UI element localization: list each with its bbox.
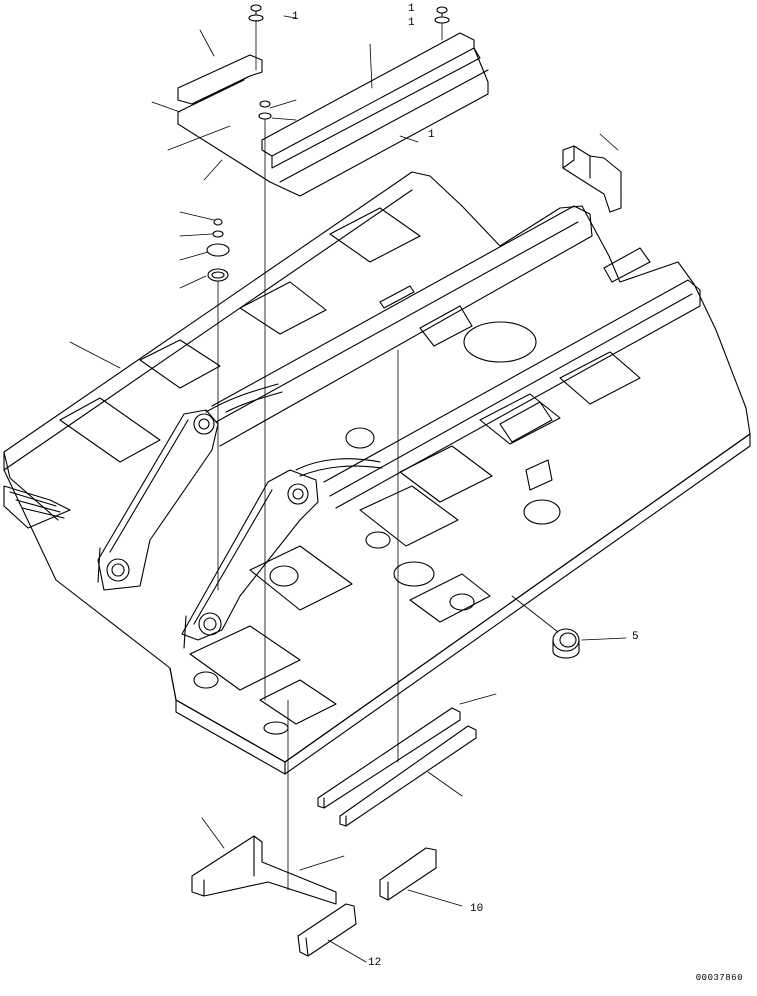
callout-label: 12 xyxy=(368,957,382,969)
top-cover-plate-left xyxy=(178,55,270,182)
bolt-washer-stack-left xyxy=(249,5,263,70)
bolt-washer-stack-right xyxy=(435,7,449,40)
callout-leader-lines xyxy=(70,16,626,962)
main-revolving-frame xyxy=(4,172,750,774)
bolt-washer-stack-center xyxy=(259,101,271,128)
callout-label: 1 xyxy=(428,129,435,141)
corner-block-part xyxy=(563,146,621,212)
lower-small-plate-left xyxy=(298,904,356,956)
lower-l-plate xyxy=(192,836,336,904)
callout-label: 1 xyxy=(292,11,299,23)
lower-bar-long-upper xyxy=(318,708,460,808)
plug-part xyxy=(553,629,579,658)
callout-label: 10 xyxy=(470,903,484,915)
assembly-guide-lines xyxy=(265,128,558,890)
drawing-number: 00037860 xyxy=(695,973,743,983)
cover-cap-stack xyxy=(207,219,229,590)
callout-label: 1 xyxy=(408,17,415,29)
lower-small-plate-right xyxy=(380,848,436,900)
callout-label: 1 xyxy=(408,3,415,15)
top-cover-plate-right xyxy=(262,33,488,196)
callout-label: 5 xyxy=(632,631,639,643)
lower-bar-long-lower xyxy=(340,726,476,826)
